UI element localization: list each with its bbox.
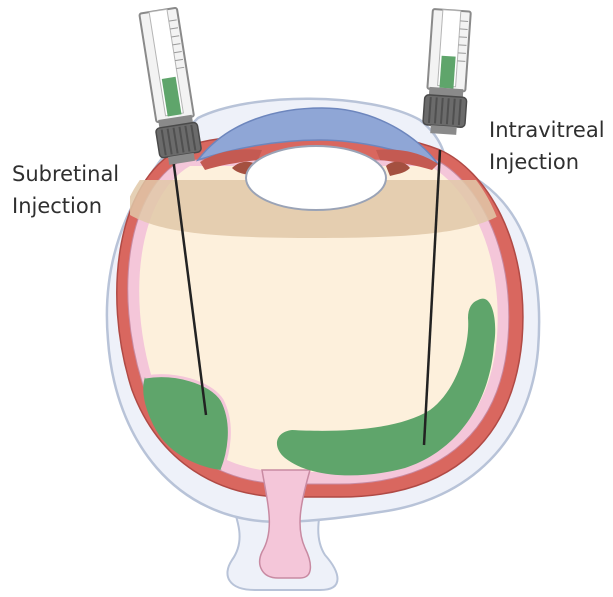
intravitreal-label-line-2: Injection [489,146,605,178]
subretinal-label-line-2: Injection [12,190,119,222]
subretinal-label-line-1: Subretinal [12,158,119,190]
intravitreal-label-line-1: Intravitreal [489,114,605,146]
subretinal-injection-label: Subretinal Injection [12,158,119,222]
syringe-icon [137,7,203,166]
syringe-icon [422,9,473,136]
intravitreal-injection-label: Intravitreal Injection [489,114,605,178]
lens [246,146,386,210]
